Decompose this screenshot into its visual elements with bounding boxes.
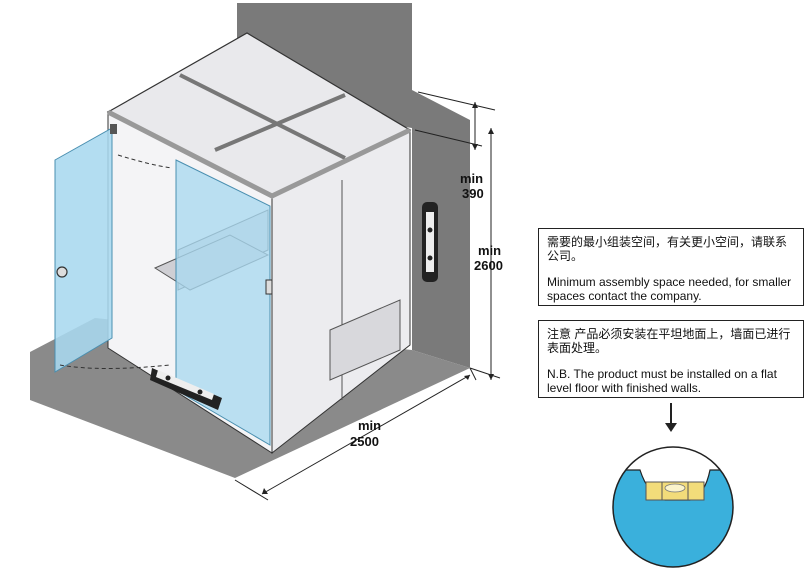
note-floor-level: 注意 产品必须安装在平坦地面上，墙面已进行表面处理。 N.B. The prod… bbox=[538, 320, 804, 398]
dim-height bbox=[469, 128, 501, 380]
roof-rim bbox=[106, 109, 412, 199]
wall-sensor-icon bbox=[422, 202, 438, 282]
glass-door-open bbox=[54, 127, 113, 373]
dim-height-gap bbox=[414, 91, 496, 150]
arrow-down-icon bbox=[665, 403, 677, 432]
dim-height-prefix: min bbox=[478, 243, 501, 258]
floor-sensor-icon bbox=[150, 368, 222, 410]
dim-width-prefix: min bbox=[358, 418, 381, 433]
bench-block bbox=[329, 299, 401, 381]
spirit-level-icon bbox=[612, 446, 734, 568]
door-swing-arc-top bbox=[117, 154, 173, 169]
cabin-control-panel bbox=[265, 279, 273, 295]
dim-width-value: 2500 bbox=[350, 434, 379, 449]
roof-beam bbox=[179, 73, 346, 160]
note-assembly-en: Minimum assembly space needed, for small… bbox=[547, 275, 792, 303]
dim-height-value: 2600 bbox=[474, 258, 503, 273]
dim-width bbox=[234, 367, 477, 501]
dim-height-gap-value: 390 bbox=[462, 186, 484, 201]
door-handle-icon bbox=[56, 266, 68, 278]
door-swing-arc bbox=[59, 364, 171, 369]
glass-door-fixed bbox=[175, 159, 271, 446]
roof-beam bbox=[214, 93, 346, 152]
note-floor-en: N.B. The product must be installed on a … bbox=[547, 367, 777, 395]
note-assembly-cn: 需要的最小组装空间，有关更小空间，请联系公司。 bbox=[547, 235, 788, 263]
dim-height-gap-prefix: min bbox=[460, 171, 483, 186]
note-floor-cn: 注意 产品必须安装在平坦地面上，墙面已进行表面处理。 bbox=[547, 327, 791, 355]
door-hinge-icon bbox=[110, 124, 117, 134]
note-assembly-space: 需要的最小组装空间，有关更小空间，请联系公司。 Minimum assembly… bbox=[538, 228, 804, 306]
